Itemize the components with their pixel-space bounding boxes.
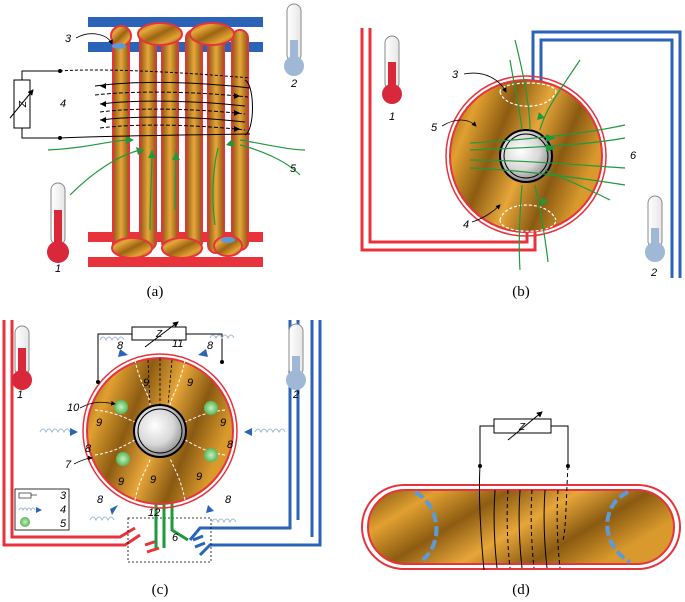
legend-item-5: 5 bbox=[60, 518, 67, 530]
panel-b: 1 2 3 5 6 4 (b) bbox=[360, 28, 682, 300]
thermometer-hot-b bbox=[382, 35, 402, 104]
thermometer-cold-b bbox=[645, 195, 665, 262]
center-pipe-b bbox=[499, 129, 553, 183]
resistor-d-label: Z bbox=[518, 422, 526, 433]
sensor-dot bbox=[204, 448, 218, 462]
resistor-a: Z bbox=[9, 69, 62, 140]
label-c-8: 8 bbox=[97, 494, 104, 506]
field-lines-b bbox=[469, 39, 626, 271]
thermometer-cold-c bbox=[286, 323, 306, 390]
label-c-1: 1 bbox=[17, 389, 23, 401]
capsule-outer bbox=[361, 484, 681, 570]
valve-box bbox=[127, 517, 212, 563]
label-b-5: 5 bbox=[431, 122, 438, 134]
label-c-8: 8 bbox=[117, 340, 124, 352]
capsule-core bbox=[367, 489, 675, 565]
resistor-a-label: Z bbox=[18, 100, 29, 108]
label-b-1: 1 bbox=[389, 111, 395, 123]
label-a-2: 2 bbox=[290, 78, 297, 90]
caption-d: (d) bbox=[512, 582, 530, 598]
sensor-dot bbox=[204, 401, 218, 415]
panel-c: Z bbox=[2, 320, 322, 598]
cold-bus-top-1 bbox=[88, 17, 263, 27]
label-b-2: 2 bbox=[650, 267, 657, 279]
label-c-9: 9 bbox=[96, 417, 102, 429]
label-c-9: 9 bbox=[118, 476, 124, 488]
center-pipe-c bbox=[133, 404, 187, 458]
label-c-9: 9 bbox=[220, 417, 226, 429]
resistor-c: Z bbox=[96, 321, 224, 384]
thermometer-cold-a bbox=[284, 3, 304, 76]
thermometer-hot-a bbox=[47, 182, 69, 263]
field-lines-a bbox=[47, 139, 306, 231]
label-c-8: 8 bbox=[85, 443, 92, 455]
label-c-9: 9 bbox=[150, 474, 156, 486]
label-a-5: 5 bbox=[290, 163, 297, 175]
panel-d: Z (d) bbox=[361, 411, 681, 598]
legend-item-3: 3 bbox=[60, 490, 67, 502]
resistor-d: Z bbox=[478, 411, 570, 468]
label-c-10: 10 bbox=[67, 402, 80, 414]
coil-d bbox=[478, 465, 569, 571]
sensor-dot bbox=[114, 400, 128, 414]
panel-a: Z 3 4 5 1 2 (a) bbox=[9, 3, 306, 300]
springs-c bbox=[39, 334, 286, 524]
label-c-12: 12 bbox=[148, 507, 160, 519]
label-c-9: 9 bbox=[196, 471, 202, 483]
hot-bus-bottom-2 bbox=[88, 257, 263, 267]
label-b-4: 4 bbox=[463, 219, 469, 231]
sensor-dot bbox=[116, 452, 130, 466]
legend-item-4: 4 bbox=[60, 504, 66, 516]
legend-c: 3 4 5 bbox=[14, 488, 70, 531]
label-b-6: 6 bbox=[630, 150, 637, 162]
caption-c: (c) bbox=[152, 582, 169, 598]
label-a-1: 1 bbox=[55, 263, 61, 275]
label-c-2: 2 bbox=[292, 389, 299, 401]
resistor-c-label: Z bbox=[155, 329, 163, 340]
thermometer-hot-c bbox=[12, 325, 32, 390]
coil-a bbox=[59, 69, 253, 139]
label-c-8: 8 bbox=[225, 494, 232, 506]
label-c-7: 7 bbox=[65, 459, 72, 471]
label-c-6: 6 bbox=[172, 532, 179, 544]
label-b-3: 3 bbox=[452, 69, 459, 81]
label-c-9: 9 bbox=[143, 377, 149, 389]
caption-b: (b) bbox=[512, 284, 530, 300]
label-c-8: 8 bbox=[227, 439, 234, 451]
label-c-9: 9 bbox=[187, 377, 193, 389]
label-c-8: 8 bbox=[207, 340, 214, 352]
label-c-11: 11 bbox=[172, 338, 183, 350]
label-a-3: 3 bbox=[65, 33, 72, 45]
caption-a: (a) bbox=[147, 284, 164, 300]
label-a-4: 4 bbox=[60, 98, 66, 110]
